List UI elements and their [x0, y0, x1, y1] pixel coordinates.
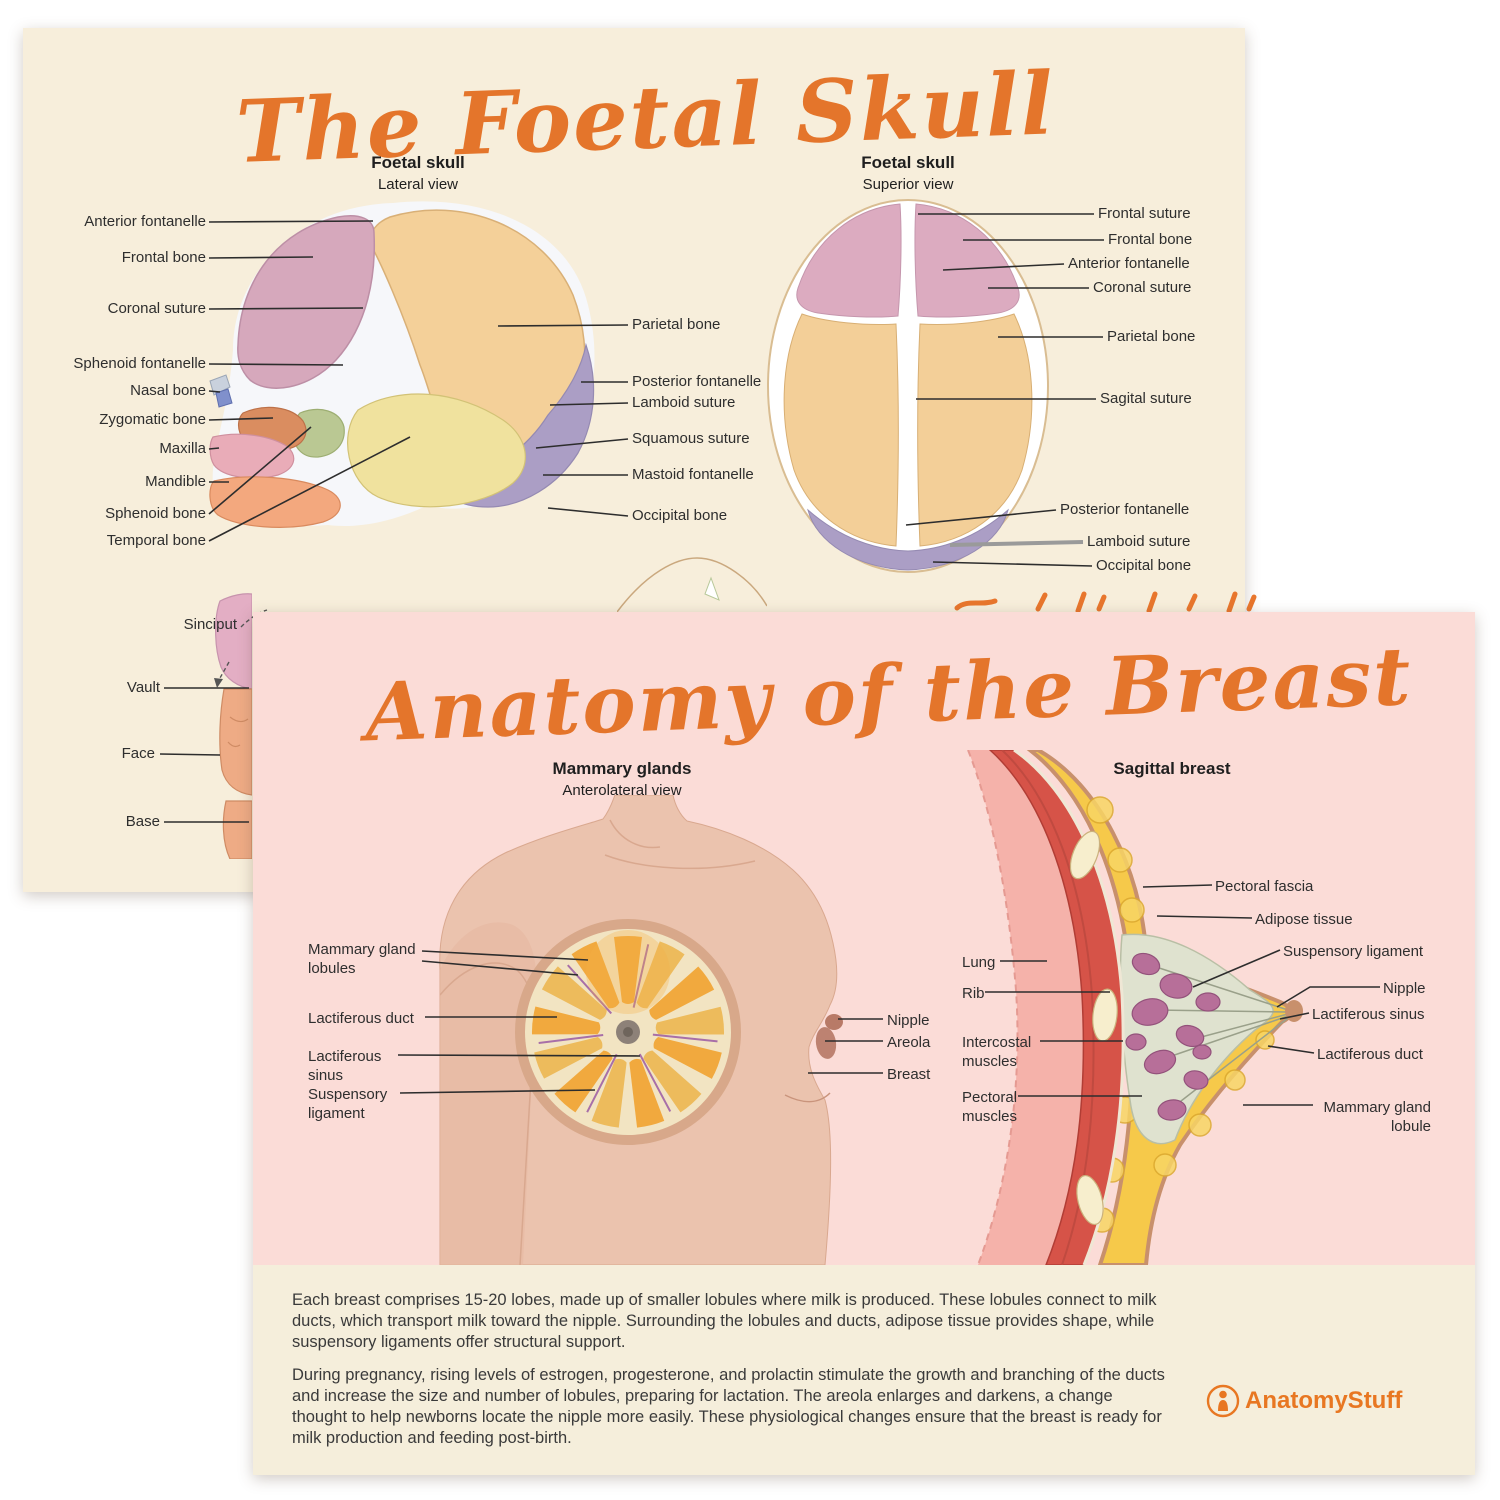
label-lamboid-suture: Lamboid suture — [632, 394, 736, 411]
label-frontal-suture: Frontal suture — [1098, 205, 1191, 222]
label-lactiferous-sinus-sagittal: Lactiferous sinus — [1312, 1006, 1425, 1023]
label-frontal-bone: Frontal bone — [121, 249, 206, 266]
label-zygomatic-bone: Zygomatic bone — [99, 411, 206, 428]
label-breast-torso: Breast — [887, 1066, 931, 1083]
label-vault: Vault — [126, 679, 160, 696]
label-sagital-suture: Sagital suture — [1100, 390, 1192, 407]
anterolateral-caption-title: Mammary glands — [552, 759, 692, 778]
label-anterior-fontanelle: Anterior fontanelle — [84, 213, 206, 230]
label-base: Base — [125, 813, 160, 830]
label-squamous-suture: Squamous suture — [632, 430, 750, 447]
sagittal-breast-illustration — [967, 750, 1303, 1265]
partial-profile-skull-illustration — [215, 593, 252, 859]
paragraph-pregnancy-changes: During pregnancy, rising levels of estro… — [292, 1366, 1165, 1447]
paragraph-breast-structure: Each breast comprises 15-20 lobes, made … — [292, 1291, 1157, 1351]
lateral-caption-title: Foetal skull — [371, 153, 465, 172]
label-suspensory-ligament-sagittal: Suspensory ligament — [1283, 943, 1424, 960]
label-lactiferous-duct-sagittal: Lactiferous duct — [1317, 1046, 1423, 1063]
label-nipple-torso: Nipple — [887, 1012, 930, 1029]
label-parietal-bone-sup: Parietal bone — [1107, 328, 1196, 345]
label-nasal-bone: Nasal bone — [130, 382, 206, 399]
label-posterior-fontanelle: Posterior fontanelle — [632, 373, 762, 390]
torso-illustration — [439, 795, 843, 1265]
label-occipital-bone-sup: Occipital bone — [1096, 557, 1192, 574]
superior-caption-sub: Superior view — [862, 176, 954, 193]
lateral-view-caption: Foetal skull Lateral view — [318, 152, 518, 196]
text-panel — [253, 1265, 1475, 1475]
label-maxilla: Maxilla — [159, 440, 206, 457]
anatomystuff-logo-text: AnatomyStuff — [1245, 1387, 1403, 1414]
label-face: Face — [121, 745, 155, 762]
label-pectoral-muscles: Pectoral muscles — [962, 1089, 1018, 1125]
label-coronal-suture: Coronal suture — [107, 300, 206, 317]
superior-caption-title: Foetal skull — [861, 153, 955, 172]
label-suspensory-ligament: Suspensory ligament — [308, 1086, 388, 1122]
label-mastoid-fontanelle: Mastoid fontanelle — [632, 466, 754, 483]
label-frontal-bone-sup: Frontal bone — [1108, 231, 1193, 248]
label-lactiferous-duct: Lactiferous duct — [308, 1010, 414, 1027]
label-coronal-suture-sup: Coronal suture — [1093, 279, 1192, 296]
breast-poster-title: Anatomy of the Breast — [363, 628, 1414, 760]
label-mammary-gland-lobules: Mammary gland lobules — [308, 941, 416, 977]
label-sphenoid-bone: Sphenoid bone — [105, 505, 206, 522]
partial-skull-arc-decoration — [617, 557, 767, 613]
superior-skull-illustration — [767, 199, 1049, 573]
label-intercostal-muscles: Intercostal muscles — [962, 1034, 1032, 1070]
label-anterior-fontanelle-sup: Anterior fontanelle — [1068, 255, 1190, 272]
label-parietal-bone: Parietal bone — [632, 316, 721, 333]
label-mammary-gland-lobule-sagittal: Mammary gland lobule — [1323, 1099, 1431, 1135]
lateral-skull-illustration — [209, 201, 595, 528]
anatomystuff-logo: AnatomyStuff — [1206, 1384, 1402, 1418]
label-posterior-fontanelle-sup: Posterior fontanelle — [1060, 501, 1190, 518]
label-occipital-bone: Occipital bone — [632, 507, 728, 524]
sagittal-caption-title: Sagittal breast — [1113, 759, 1231, 778]
poster-anatomy-of-the-breast: Anatomy of the Breast Mammary glands Ant… — [253, 612, 1475, 1475]
label-sinciput: Sinciput — [183, 616, 237, 633]
partial-hidden-title-decoration — [954, 591, 1257, 614]
sagittal-caption: Sagittal breast — [1072, 758, 1272, 780]
label-sphenoid-fontanelle: Sphenoid fontanelle — [73, 355, 206, 372]
label-pectoral-fascia: Pectoral fascia — [1215, 878, 1314, 895]
label-lung: Lung — [962, 954, 996, 971]
label-adipose-tissue: Adipose tissue — [1255, 911, 1353, 928]
label-lactiferous-sinus: Lactiferous sinus — [308, 1048, 382, 1084]
label-lamboid-suture-sup: Lamboid suture — [1087, 533, 1191, 550]
label-temporal-bone: Temporal bone — [106, 532, 206, 549]
superior-view-caption: Foetal skull Superior view — [808, 152, 1008, 196]
label-rib: Rib — [962, 985, 985, 1002]
anatomystuff-logo-icon — [1206, 1384, 1240, 1418]
label-nipple-sagittal: Nipple — [1383, 980, 1426, 997]
poster-foetal-skull: The Foetal Skull Foetal skull Lateral vi… — [23, 28, 1257, 892]
label-areola-torso: Areola — [887, 1034, 931, 1051]
lateral-caption-sub: Lateral view — [377, 176, 459, 193]
label-mandible: Mandible — [145, 473, 206, 490]
